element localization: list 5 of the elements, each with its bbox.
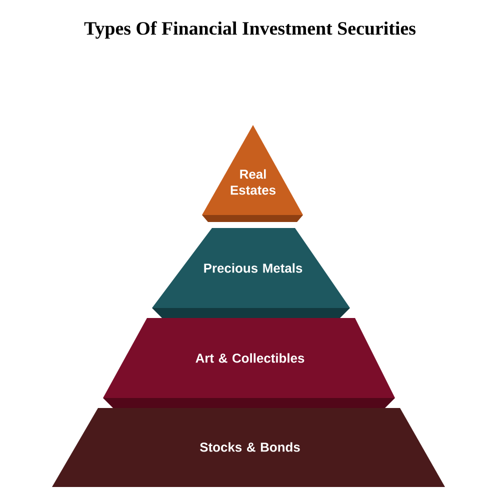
pyramid-layer: Precious Metals <box>152 228 350 318</box>
pyramid-layer: Stocks & Bonds <box>52 408 445 487</box>
pyramid-layer: Real Estates <box>202 125 303 222</box>
title: Types Of Financial Investment Securities <box>84 21 416 39</box>
pyramid-layer: Art & Collectibles <box>103 318 395 408</box>
